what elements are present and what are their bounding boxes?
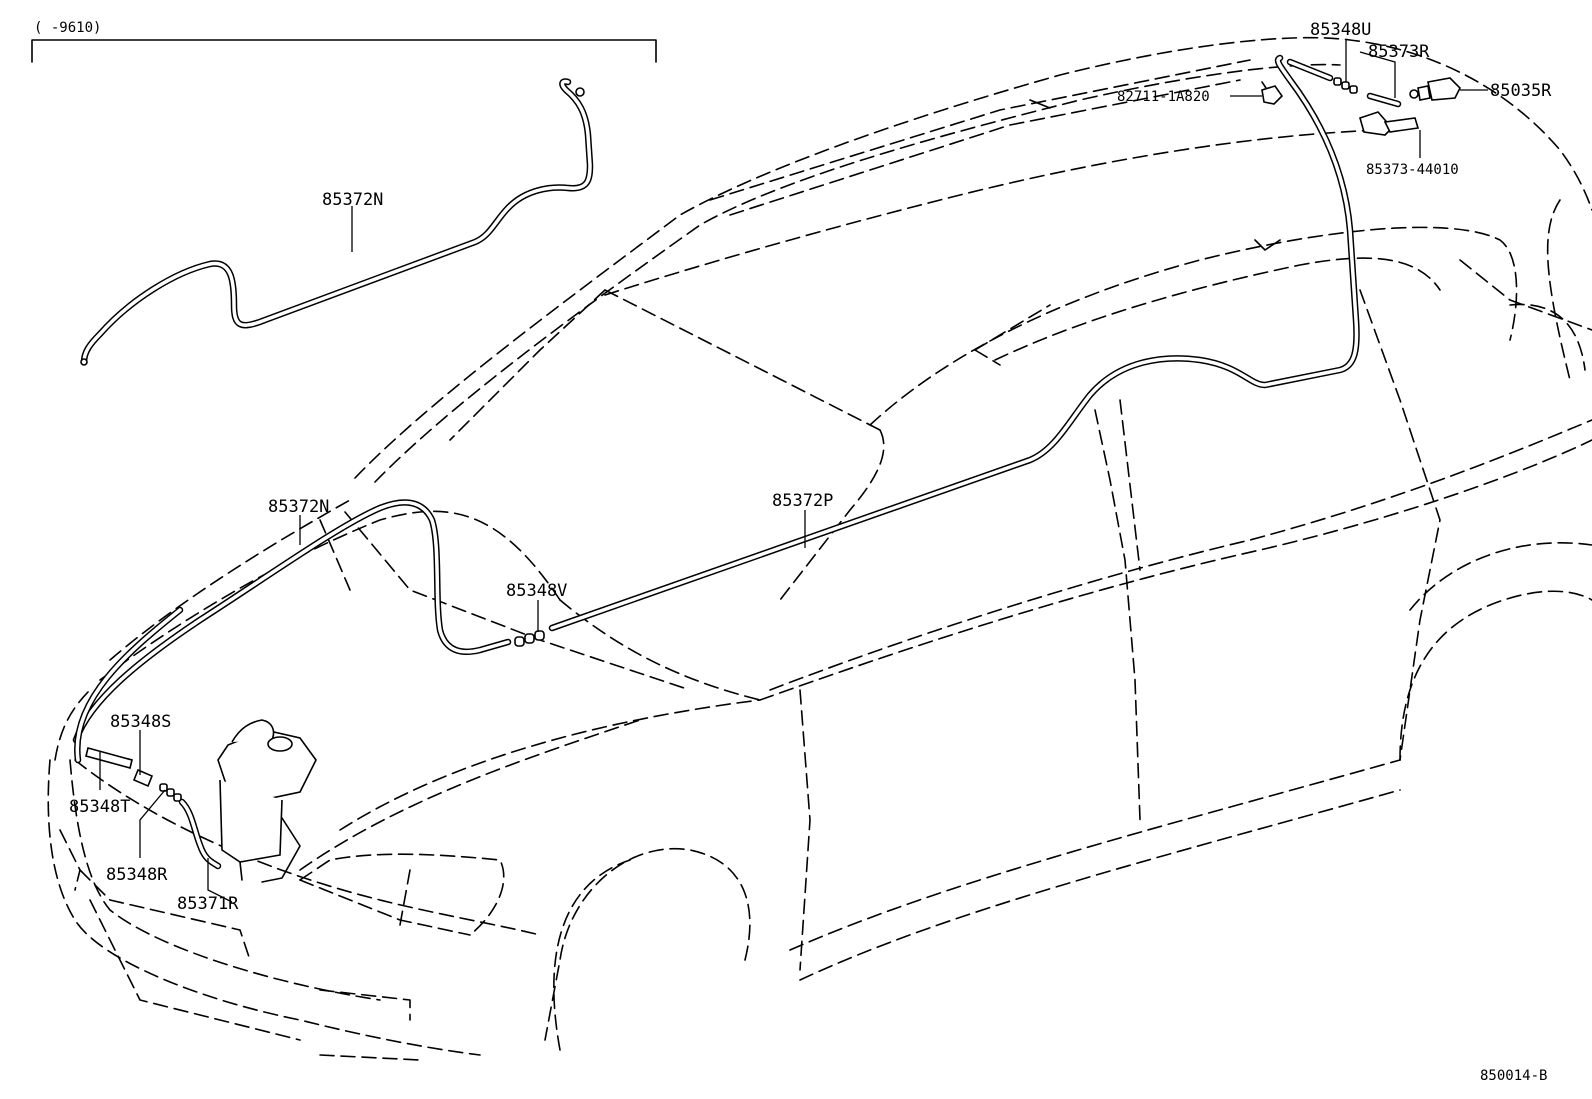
car-body-outline (47, 36, 1592, 1061)
inset-hose-85372N[interactable] (80, 78, 594, 366)
washer-reservoir (217, 719, 317, 883)
nozzle-85035R[interactable] (1409, 77, 1461, 101)
label-85348S: 85348S (110, 712, 171, 732)
label-hood-85372N: 85372N (268, 497, 329, 517)
long-hose-85372P[interactable] (548, 54, 1360, 632)
label-85372P: 85372P (772, 491, 833, 511)
inset-bracket: ( -9610) (31, 20, 657, 63)
joint-85348T[interactable] (85, 747, 133, 769)
hose-85373R[interactable] (1366, 92, 1402, 108)
hose-85371R[interactable] (178, 798, 222, 870)
label-82711-1A820: 82711-1A820 (1117, 89, 1210, 105)
label-85348R: 85348R (106, 865, 168, 885)
joint-85348S[interactable] (132, 768, 154, 788)
drawing-code: 850014-B (1480, 1068, 1547, 1084)
label-85035R: 85035R (1490, 81, 1552, 101)
label-85373-44010: 85373-44010 (1366, 162, 1459, 178)
label-85348V: 85348V (506, 581, 567, 601)
joint-85348V[interactable] (514, 630, 545, 647)
hood-hose-85372N[interactable] (72, 499, 512, 764)
elbow-85373-44010[interactable] (1359, 111, 1420, 136)
label-85348T: 85348T (69, 797, 130, 817)
label-85371R: 85371R (177, 894, 239, 914)
inset-date-note: ( -9610) (34, 20, 101, 36)
label-85373R: 85373R (1368, 42, 1430, 62)
clip-82711-1A820[interactable] (1261, 81, 1284, 105)
joint-85348R[interactable] (159, 783, 182, 802)
label-85348U: 85348U (1310, 20, 1371, 40)
label-inset-85372N: 85372N (322, 190, 383, 210)
